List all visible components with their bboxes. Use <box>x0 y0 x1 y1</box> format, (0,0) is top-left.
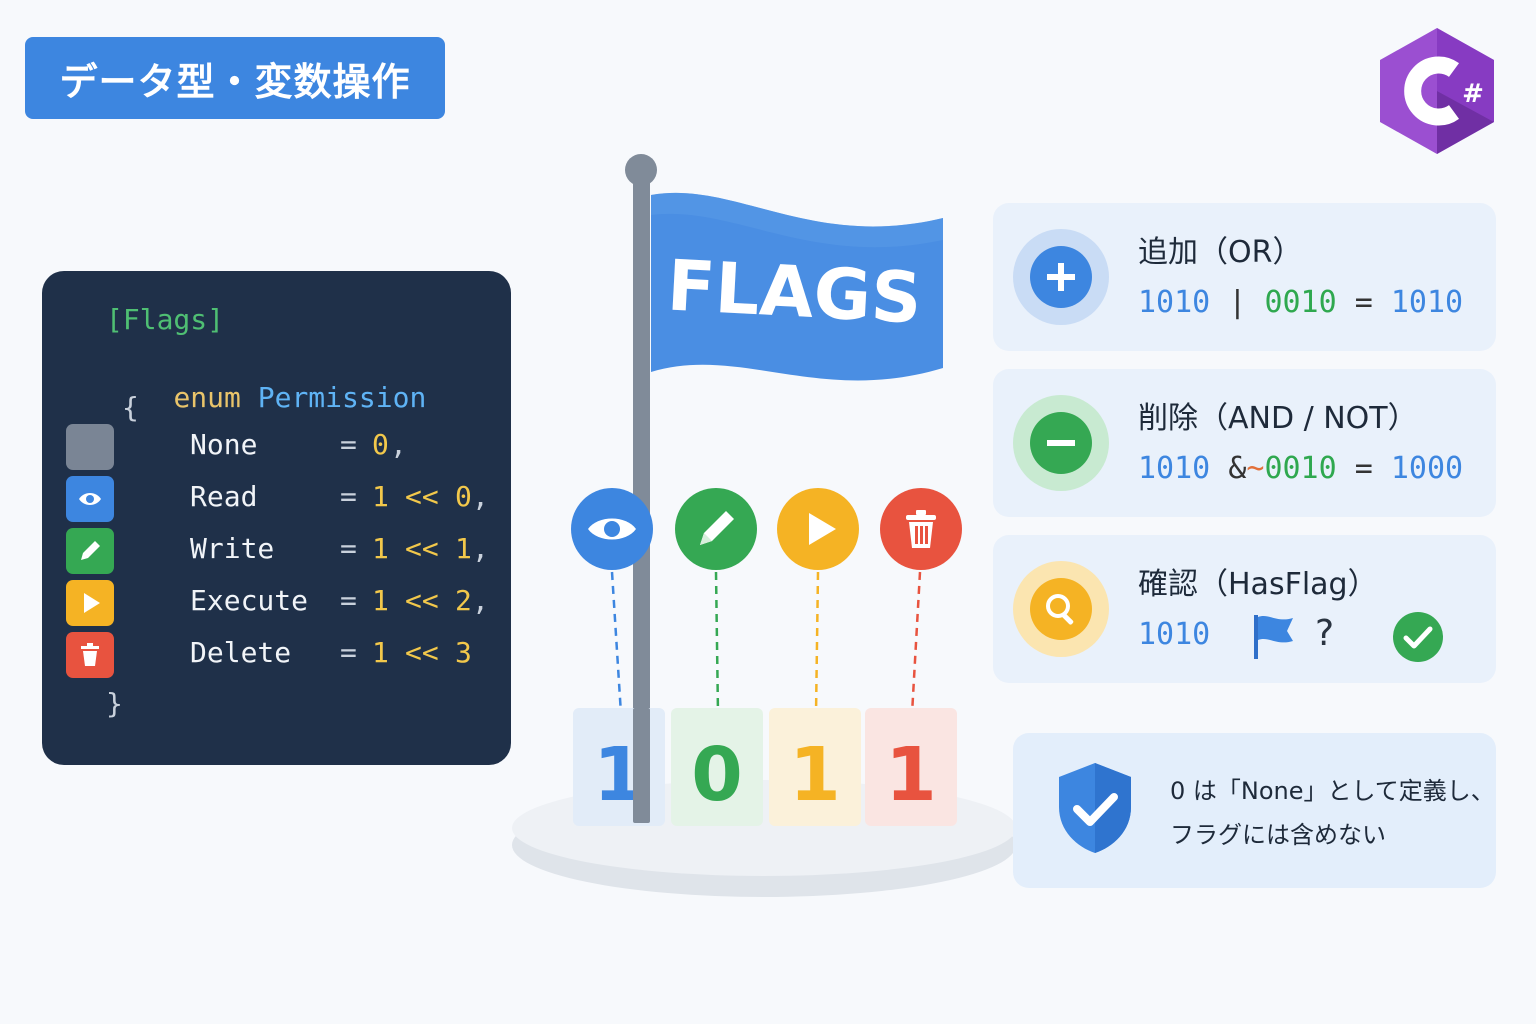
eye-icon <box>571 488 653 570</box>
empty-square-icon <box>66 424 114 470</box>
shift-amount: 3 <box>455 636 472 669</box>
enum-member-value: 1 <box>372 532 389 565</box>
equals-sign: = <box>340 480 357 513</box>
magnifier-icon <box>1013 561 1109 657</box>
flags-attribute: [Flags] <box>106 303 225 336</box>
flag-pole-base <box>633 708 650 823</box>
card-expression: 1010 <box>1138 617 1211 652</box>
shift-amount: 1 <box>455 532 472 565</box>
open-brace: { <box>122 391 139 424</box>
page-title: データ型・変数操作 <box>25 37 445 119</box>
eye-icon <box>66 476 114 522</box>
enum-member-value: 1 <box>372 584 389 617</box>
card-expression: 1010 | 0010 = 1010 <box>1138 285 1464 320</box>
check-icon <box>1393 612 1443 662</box>
enum-member-value: 0 <box>372 428 389 461</box>
bit-cube-2: 0 <box>671 708 763 826</box>
code-panel: [Flags] enum Permission { } <box>42 271 511 765</box>
card-expression: 1010 &~0010 = 1000 <box>1138 451 1464 486</box>
equals-sign: = <box>340 532 357 565</box>
shift-amount: 2 <box>455 584 472 617</box>
shift-operator: << <box>405 532 439 565</box>
enum-declaration: enum Permission <box>106 348 426 447</box>
card-title: 追加（OR） <box>1138 235 1303 270</box>
trailing-comma: , <box>472 480 489 513</box>
trailing-comma: , <box>390 428 407 461</box>
card-check-hasflag: 確認（HasFlag） 1010 ? <box>993 535 1496 683</box>
shift-operator: << <box>405 584 439 617</box>
card-title: 確認（HasFlag） <box>1138 567 1378 602</box>
note-card: 0 は「None」として定義し、 フラグには含めない <box>1013 733 1496 888</box>
enum-member-name: None <box>190 428 258 461</box>
trailing-comma: , <box>472 584 489 617</box>
enum-member-value: 1 <box>372 636 389 669</box>
trash-icon <box>66 632 114 678</box>
shift-operator: << <box>405 480 439 513</box>
enum-member-name: Read <box>190 480 258 513</box>
plus-icon <box>1013 229 1109 325</box>
note-line-2: フラグには含めない <box>1170 821 1386 849</box>
svg-text:#: # <box>1462 79 1484 109</box>
shift-operator: << <box>405 636 439 669</box>
note-line-1: 0 は「None」として定義し、 <box>1170 777 1495 805</box>
trailing-comma: , <box>472 532 489 565</box>
csharp-logo: # <box>1380 28 1494 154</box>
play-icon <box>777 488 859 570</box>
bit-cube-1: 1 <box>769 708 861 826</box>
play-icon <box>66 580 114 626</box>
bit-cube-3: 1 <box>573 708 665 826</box>
pencil-icon <box>66 528 114 574</box>
bit-cube-0: 1 <box>865 708 957 826</box>
enum-member-value: 1 <box>372 480 389 513</box>
close-brace: } <box>106 687 123 720</box>
enum-member-name: Delete <box>190 636 292 669</box>
shield-check-icon <box>1059 763 1131 853</box>
equals-sign: = <box>340 636 357 669</box>
pencil-icon <box>675 488 757 570</box>
question-mark: ? <box>1315 613 1335 654</box>
trash-icon <box>880 488 962 570</box>
flag-label: FLAGS <box>665 244 923 339</box>
card-title: 削除（AND / NOT） <box>1138 401 1418 436</box>
flag-icon <box>1254 615 1293 659</box>
card-remove-and-not: 削除（AND / NOT） 1010 &~0010 = 1000 <box>993 369 1496 517</box>
enum-type-name: Permission <box>257 381 427 414</box>
minus-icon <box>1013 395 1109 491</box>
shift-amount: 0 <box>455 480 472 513</box>
card-add-or: 追加（OR） 1010 | 0010 = 1010 <box>993 203 1496 351</box>
enum-member-name: Execute <box>190 584 309 617</box>
equals-sign: = <box>340 584 357 617</box>
equals-sign: = <box>340 428 357 461</box>
enum-member-name: Write <box>190 532 275 565</box>
enum-keyword: enum <box>173 381 241 414</box>
